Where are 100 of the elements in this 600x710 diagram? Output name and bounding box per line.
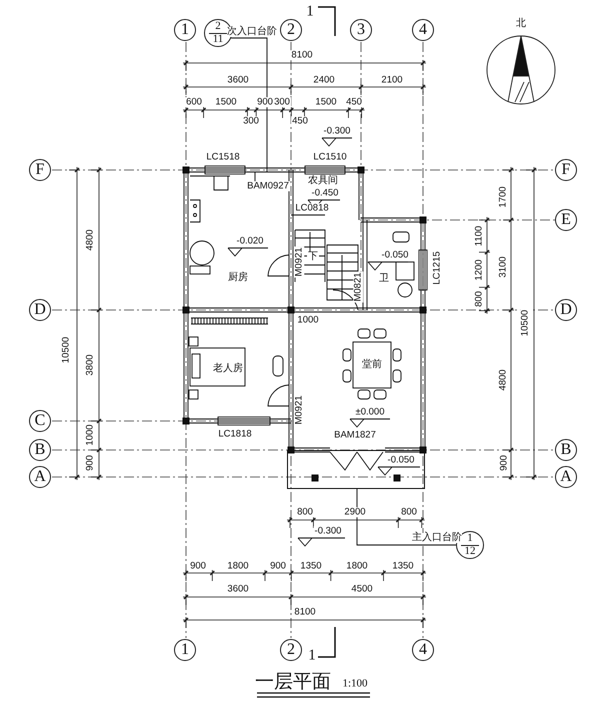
dimension-text: 900	[256, 97, 274, 107]
dimension-text: 450	[291, 116, 309, 126]
dimension-text: 800	[400, 507, 418, 517]
axis-bubble	[29, 466, 51, 488]
axis-label: D	[560, 302, 572, 318]
axis-label: 3	[357, 22, 365, 38]
dimension-text: 2900	[343, 507, 367, 517]
dimension-text: 900	[85, 454, 95, 472]
axis-label: 4	[419, 22, 427, 38]
axis-bubble	[280, 639, 302, 661]
dimension-text: 3100	[498, 255, 508, 279]
dimension-text: 10500	[61, 336, 71, 364]
axis-bubble	[174, 19, 196, 41]
sheet-number: 12	[464, 546, 476, 557]
door-code: BAM1827	[333, 430, 377, 440]
room-name: 堂前	[361, 360, 383, 370]
axis-label: A	[34, 469, 46, 485]
dimension-text: 1800	[226, 561, 250, 571]
axis-bubble	[29, 439, 51, 461]
dimension-text: 800	[474, 290, 484, 308]
dimension-text: 800	[296, 507, 314, 517]
dimension-text: 450	[345, 97, 363, 107]
axis-bubble	[29, 299, 51, 321]
dimension-text: 1500	[314, 97, 338, 107]
dimension-text: 2400	[312, 75, 336, 85]
axis-label: D	[34, 302, 46, 318]
axis-label: F	[36, 162, 44, 178]
axis-label: B	[560, 442, 572, 458]
axis-bubble	[29, 159, 51, 181]
dimension-text: 300	[242, 116, 260, 126]
dimension-text: 1000	[296, 315, 320, 325]
door-code: BAM0927	[246, 181, 290, 191]
dimension-text: 3600	[226, 75, 250, 85]
leader-line	[356, 488, 456, 546]
dimension-text: 3800	[85, 353, 95, 377]
axis-label: 4	[419, 642, 427, 658]
axis-bubble	[555, 466, 577, 488]
dimension-text: 4800	[85, 228, 95, 252]
dimension-text: 1800	[345, 561, 369, 571]
dimension-text: 900	[269, 561, 287, 571]
axis-label: E	[561, 212, 571, 228]
elevation-text: ±0.000	[354, 407, 386, 417]
elevation-text: -0.300	[322, 126, 352, 136]
dimension-text: 4800	[498, 368, 508, 392]
axis-label: 2	[287, 22, 295, 38]
dimension-text: 900	[499, 454, 509, 472]
elevation-text: -0.050	[380, 250, 410, 260]
dimension-text: 1100	[474, 224, 484, 248]
room-name: 卫	[378, 274, 390, 284]
leader-line	[230, 38, 268, 172]
axis-bubble	[350, 19, 372, 41]
axis-label: 2	[287, 642, 295, 658]
entrance-porch	[287, 450, 425, 489]
axis-label: 1	[181, 642, 189, 658]
dimension-text: 4500	[350, 584, 374, 594]
elevation-text: -0.050	[386, 455, 416, 465]
dimension-text: 300	[273, 97, 291, 107]
axis-bubble	[412, 639, 434, 661]
dimension-text: 1350	[299, 561, 323, 571]
window-code: LC1215	[432, 250, 442, 286]
room-name: 老人房	[212, 364, 244, 374]
axis-bubble	[555, 299, 577, 321]
elevation-text: -0.020	[236, 236, 264, 246]
axis-bubble	[555, 159, 577, 181]
axis-label: B	[34, 442, 46, 458]
scale-text: 1:100	[341, 678, 369, 690]
axis-bubble	[555, 439, 577, 461]
dimension-text: 1200	[474, 258, 484, 282]
edge-label: 次入口台阶	[227, 27, 277, 37]
dimension-text: 3600	[226, 584, 250, 594]
dimension-text: 900	[189, 561, 207, 571]
axis-bubble	[29, 410, 51, 432]
north-label: 北	[515, 19, 527, 29]
window-code: LC1518	[205, 152, 241, 162]
dimension-text: 1350	[391, 561, 415, 571]
axis-bubble	[555, 209, 577, 231]
room-name: 厨房	[227, 273, 249, 283]
dimension-text: 10500	[520, 308, 530, 338]
elevation-text: -0.450	[310, 188, 340, 198]
window-code: LC1818	[217, 429, 253, 439]
axis-label: C	[34, 413, 46, 429]
dimension-text: 2100	[380, 75, 404, 85]
room-name: 农具间	[307, 176, 339, 186]
edge-label: 主入口台阶	[412, 533, 462, 543]
axis-bubble	[412, 19, 434, 41]
axis-bubble	[280, 19, 302, 41]
dimension-text: 1700	[498, 185, 508, 209]
window-code: LC0818	[294, 203, 330, 213]
axis-label: A	[560, 469, 572, 485]
window-code: LC1510	[312, 152, 348, 162]
elevation-text: -0.300	[314, 526, 342, 536]
axis-label: F	[562, 162, 570, 178]
dimension-text: 1000	[85, 423, 95, 447]
door-code: M0921	[294, 394, 304, 426]
plan-title: 一层平面	[255, 672, 331, 692]
stair-direction-text: 下	[307, 252, 319, 262]
dimension-text: 8100	[290, 50, 314, 60]
door-code: M0821	[353, 271, 363, 303]
axis-bubble	[174, 639, 196, 661]
dimension-text: 600	[185, 97, 203, 107]
